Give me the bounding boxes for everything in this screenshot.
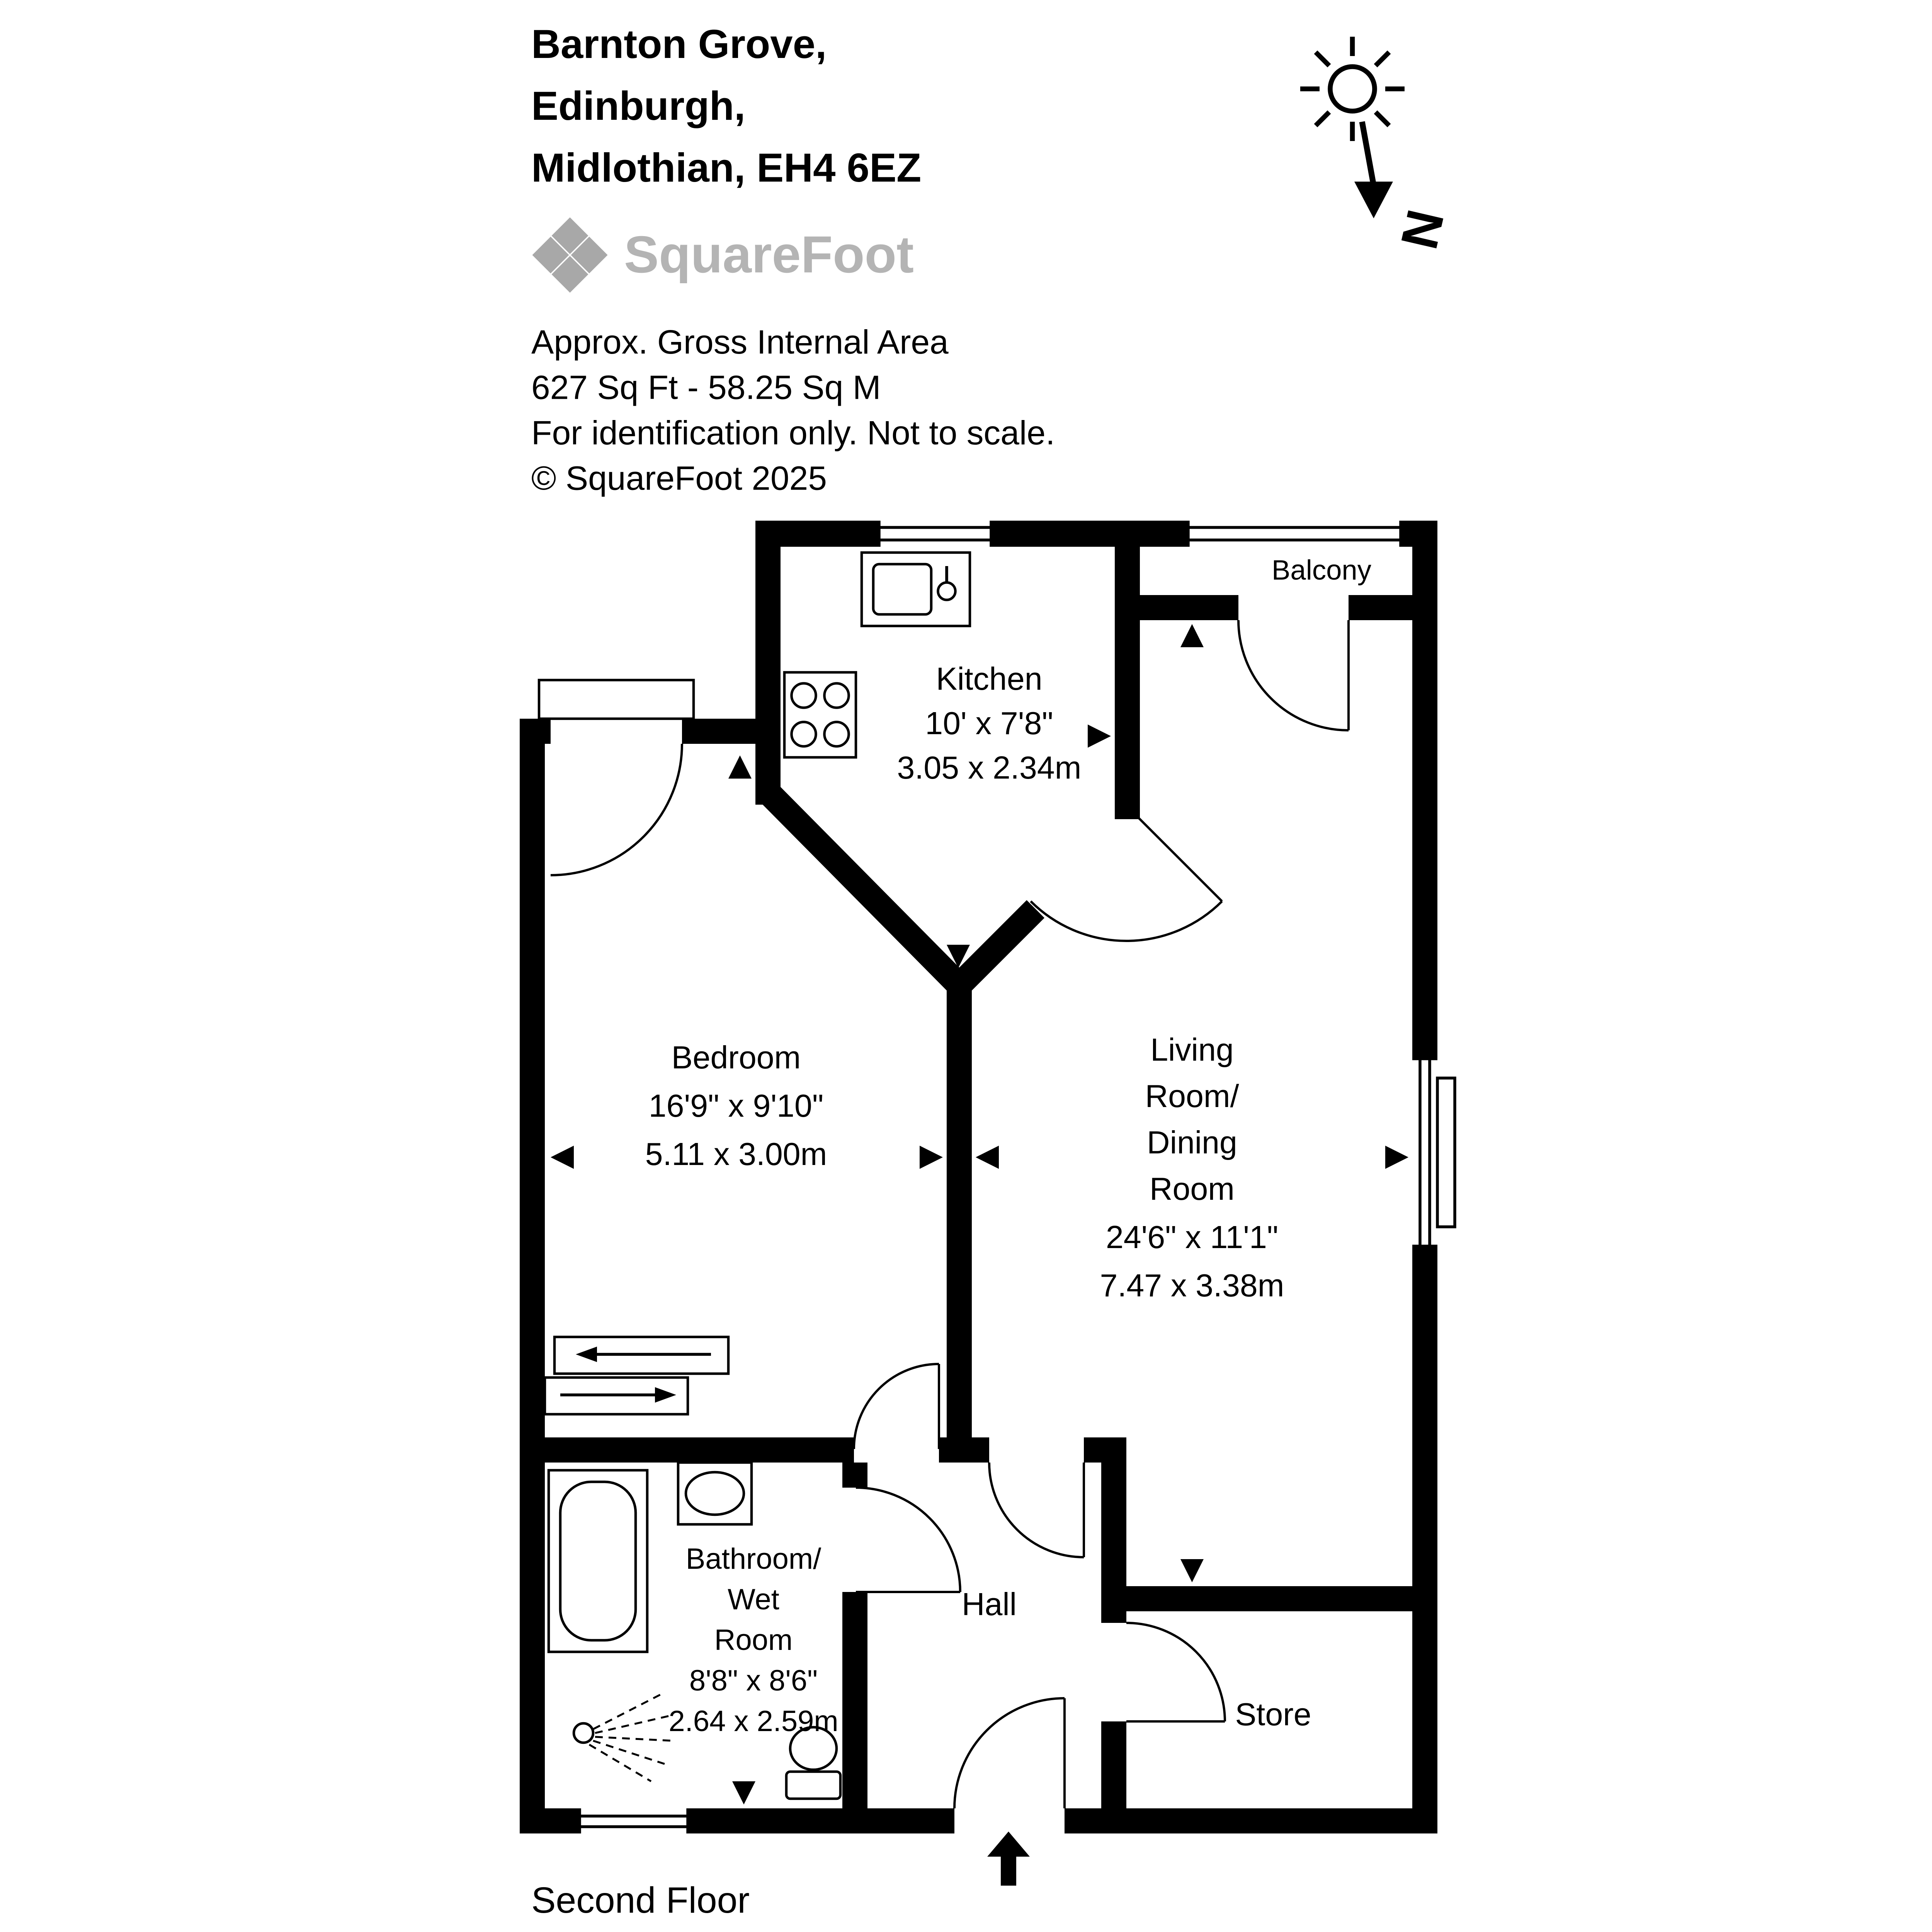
bedroom-label: Bedroom (672, 1040, 801, 1075)
balcony-label: Balcony (1272, 554, 1372, 586)
bathtub (547, 1469, 649, 1653)
kitchen-sink (860, 551, 971, 628)
disclaimer-text: For identification only. Not to scale. (531, 414, 1055, 452)
living-label-1: Living (1150, 1032, 1234, 1068)
kitchen-window (878, 520, 993, 547)
copyright-text: © SquareFoot 2025 (531, 459, 827, 497)
kitchen-door (1030, 804, 1223, 942)
living-dims-imperial: 24'6" x 11'1" (1106, 1219, 1278, 1255)
bedroom-dims-metric: 5.11 x 3.00m (645, 1136, 827, 1172)
sun-icon (1328, 64, 1377, 114)
area-value: 627 Sq Ft - 58.25 Sq M (531, 369, 881, 406)
bathroom-dims-imperial: 8'8" x 8'6" (689, 1664, 818, 1697)
address-line-1: Barnton Grove, (531, 22, 827, 67)
store-label: Store (1235, 1697, 1311, 1732)
bathroom-dims-metric: 2.64 x 2.59m (668, 1705, 838, 1738)
bathroom-sink (677, 1461, 753, 1526)
entrance-door (953, 1697, 1066, 1809)
north-arrow: N (1300, 37, 1455, 254)
bathroom-window (578, 1808, 689, 1833)
balcony-door (1237, 620, 1350, 731)
address-line-3: Midlothian, EH4 6EZ (531, 145, 921, 190)
toilet (785, 1726, 842, 1800)
address-block: Barnton Grove, Edinburgh, Midlothian, EH… (531, 22, 921, 190)
north-arrow-shaft (1359, 121, 1377, 186)
area-title: Approx. Gross Internal Area (531, 323, 949, 361)
measure-arrows (551, 624, 1408, 1804)
bathroom-label-1: Bathroom/ (686, 1543, 821, 1575)
living-dims-metric: 7.47 x 3.38m (1100, 1268, 1284, 1303)
living-label-3: Dining (1147, 1125, 1237, 1160)
hall-label: Hall (962, 1587, 1017, 1622)
squarefoot-logo-icon (532, 217, 608, 293)
kitchen-labels: Kitchen 10' x 7'8" 3.05 x 2.34m (897, 661, 1082, 786)
bedroom-dims-imperial: 16'9" x 9'10" (649, 1088, 823, 1124)
bathroom-label-3: Room (714, 1624, 793, 1656)
kitchen-label: Kitchen (936, 661, 1042, 697)
floor-label: Second Floor (531, 1880, 750, 1921)
area-info-block: Approx. Gross Internal Area 627 Sq Ft - … (531, 323, 1055, 497)
bedroom-labels: Bedroom 16'9" x 9'10" 5.11 x 3.00m (645, 1040, 827, 1172)
north-label: N (1390, 204, 1455, 254)
address-line-2: Edinburgh, (531, 83, 745, 129)
bedroom-entry-door (537, 679, 695, 876)
entrance-arrow-icon (987, 1832, 1030, 1886)
kitchen-dims-imperial: 10' x 7'8" (925, 706, 1053, 741)
squarefoot-logo-text: SquareFoot (624, 225, 914, 284)
bathroom-door (855, 1486, 961, 1593)
wardrobe (543, 1335, 730, 1416)
bathroom-label-2: Wet (728, 1583, 779, 1616)
stove (783, 671, 857, 759)
squarefoot-logo: SquareFoot (532, 217, 914, 293)
living-label-4: Room (1150, 1171, 1235, 1207)
north-arrowhead-icon (1354, 182, 1393, 218)
living-hall-door (988, 1462, 1085, 1558)
bedroom-hall-door (853, 1363, 940, 1449)
living-label-2: Room/ (1145, 1078, 1239, 1114)
shower-icon (572, 1691, 673, 1782)
store-door (1126, 1622, 1226, 1723)
living-room-labels: Living Room/ Dining Room 24'6" x 11'1" 7… (1100, 1032, 1284, 1303)
balcony-railing (1187, 520, 1402, 547)
living-room-window (1412, 1057, 1456, 1248)
bathroom-labels: Bathroom/ Wet Room 8'8" x 8'6" 2.64 x 2.… (668, 1543, 838, 1738)
kitchen-dims-metric: 3.05 x 2.34m (897, 750, 1082, 786)
walls (520, 520, 1437, 1833)
sun-rays (1300, 37, 1405, 141)
